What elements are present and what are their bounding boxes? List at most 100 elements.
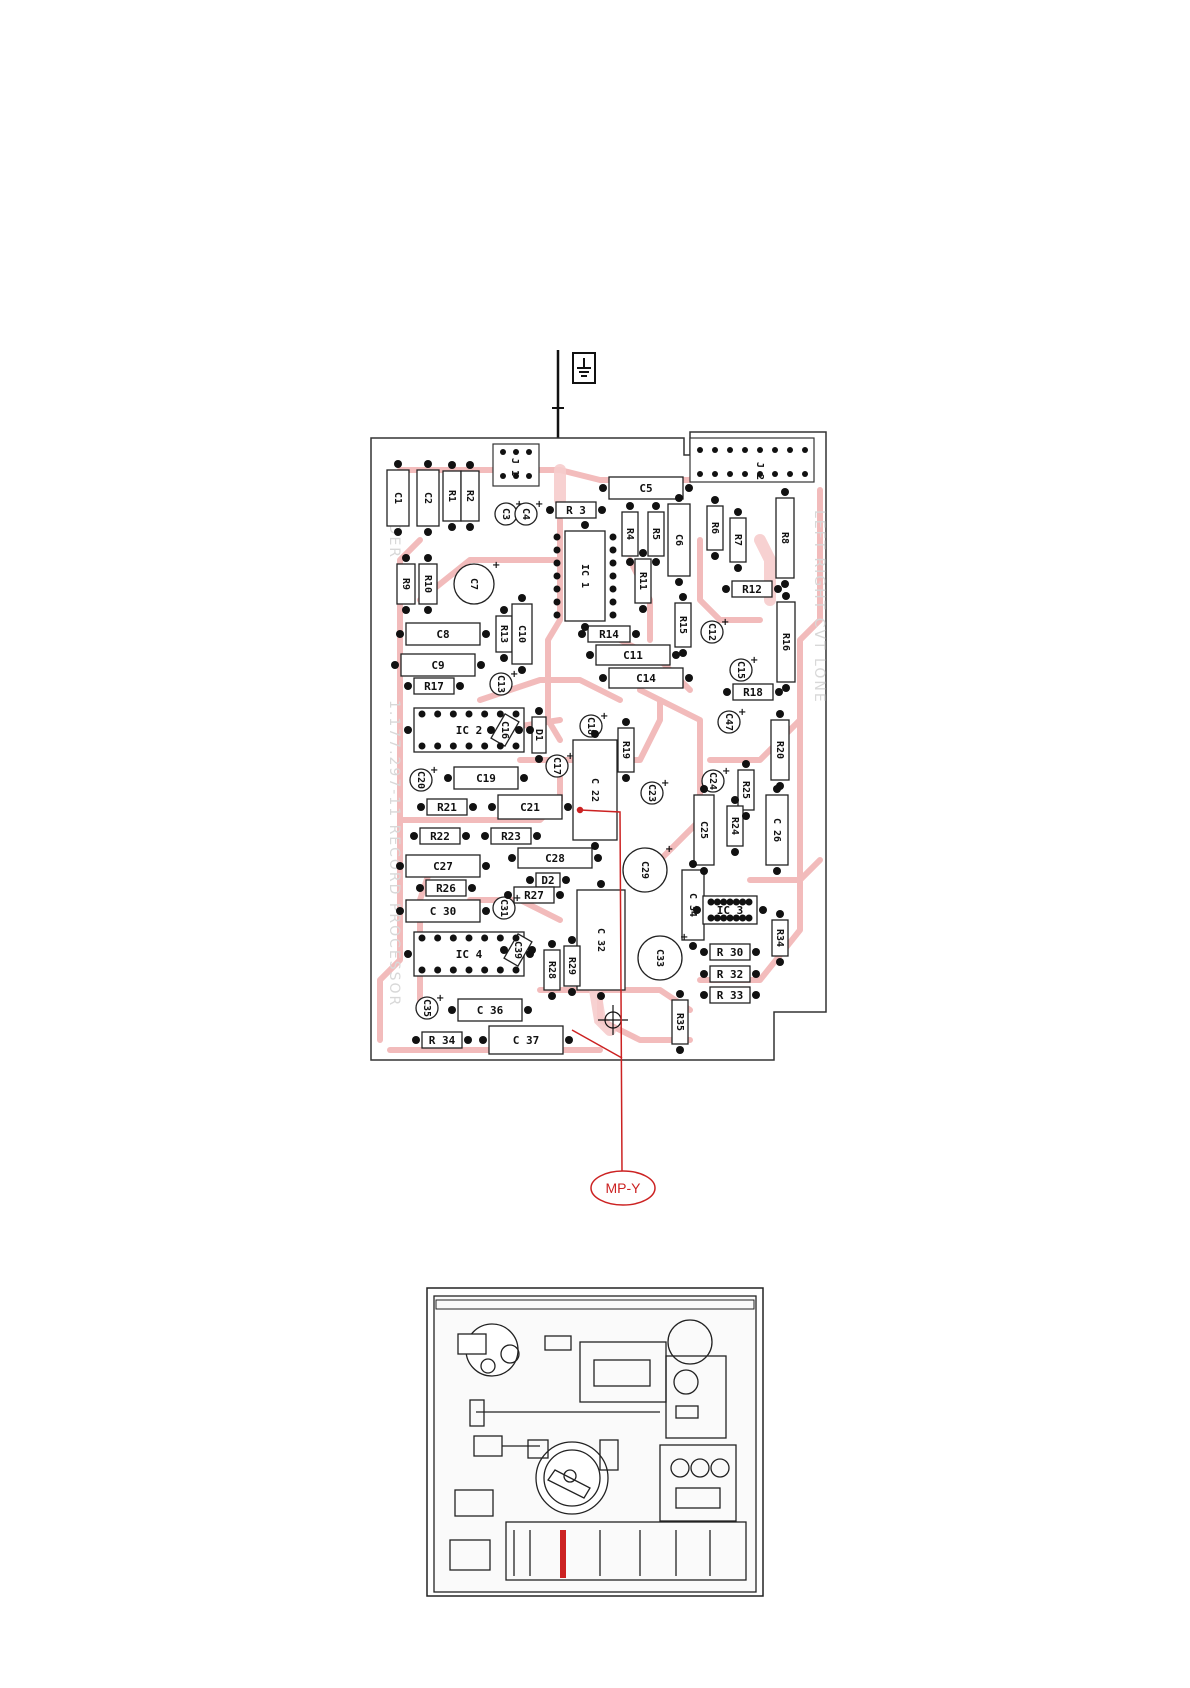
- component-c32: C 32: [576, 889, 626, 991]
- component-label-c15: C15: [735, 661, 746, 679]
- location-diagram: [426, 1287, 764, 1597]
- component-c21: C21: [497, 794, 563, 820]
- component-label-r34b: R34: [774, 929, 785, 947]
- component-r14: R14: [587, 625, 631, 643]
- component-label-r35: R35: [674, 1013, 685, 1031]
- component-c24: +C24: [701, 766, 730, 793]
- component-r2: R2: [460, 470, 480, 522]
- connector-j2-label: J 2: [754, 462, 765, 480]
- component-label-c32: C 32: [595, 928, 606, 952]
- component-r28: R28: [543, 949, 561, 991]
- component-r21: R21: [426, 798, 468, 816]
- component-label-c21: C21: [520, 801, 540, 814]
- component-c23: +C23: [640, 778, 669, 805]
- component-label-ic1: IC 1: [579, 564, 590, 588]
- component-label-r12: R12: [742, 583, 762, 596]
- component-r25: R25: [737, 769, 755, 811]
- component-c19: C19: [453, 766, 519, 790]
- component-label-r24: R24: [729, 817, 740, 835]
- component-label-r29: R29: [566, 957, 577, 975]
- component-c12: +C12: [700, 617, 729, 644]
- component-label-r26: R26: [436, 882, 456, 895]
- component-c9: C9: [400, 653, 476, 677]
- svg-text:+: +: [721, 617, 729, 628]
- component-c29: +C29: [622, 844, 673, 893]
- component-c26: C 26: [765, 794, 789, 866]
- component-label-r30: R 30: [717, 946, 744, 959]
- component-label-c14: C14: [636, 672, 656, 685]
- component-label-c5: C5: [639, 482, 652, 495]
- component-r35: R35: [671, 999, 689, 1045]
- component-label-r14: R14: [599, 628, 619, 641]
- component-r34: R 34: [421, 1031, 463, 1049]
- svg-text:+: +: [722, 766, 730, 777]
- component-label-r13: R13: [498, 625, 509, 643]
- component-r34b: R34: [771, 919, 789, 957]
- component-label-r7: R7: [732, 534, 743, 546]
- component-label-c28: C28: [545, 852, 565, 865]
- component-label-r28: R28: [546, 961, 557, 979]
- component-label-r20: R20: [774, 741, 785, 759]
- component-r16: R16: [776, 601, 796, 683]
- component-label-c36: C 36: [477, 1004, 504, 1017]
- component-ic1: IC 1: [564, 530, 606, 622]
- component-label-r25: R25: [740, 781, 751, 799]
- component-label-c20: C20: [415, 771, 426, 789]
- svg-text:+: +: [492, 560, 500, 571]
- component-label-r10: R10: [422, 575, 433, 593]
- component-label-c16: C16: [499, 721, 510, 739]
- component-label-r23: R23: [501, 830, 521, 843]
- component-r26: R26: [425, 879, 467, 897]
- callout-mp-y: MP-Y: [590, 1170, 656, 1206]
- svg-text:+: +: [600, 711, 608, 722]
- solder-pads: [391, 460, 790, 1054]
- component-c14: C14: [608, 667, 684, 689]
- component-r23: R23: [490, 827, 532, 845]
- component-label-r27: R27: [524, 889, 544, 902]
- callout-leaders: [571, 806, 623, 1173]
- component-c15: + C15: [729, 655, 758, 682]
- component-label-r4: R4: [624, 528, 635, 540]
- component-r29: R29: [563, 945, 581, 987]
- component-r9: R9: [396, 563, 416, 605]
- component-label-c4: C4: [520, 508, 531, 520]
- component-r7: R7: [729, 517, 747, 563]
- component-c33: +C33: [637, 932, 688, 981]
- component-c3: + C3: [494, 499, 523, 526]
- component-r1: R1: [442, 470, 462, 522]
- component-label-c13: C13: [495, 675, 506, 693]
- component-r19: R19: [617, 727, 635, 773]
- component-r18: R18: [732, 683, 774, 701]
- component-label-c3: C3: [500, 508, 511, 520]
- svg-text:+: +: [680, 932, 688, 943]
- component-c27: C27: [405, 854, 481, 878]
- component-r3: R 3: [555, 501, 597, 519]
- component-label-d2: D2: [541, 874, 554, 887]
- component-c10: C10: [511, 603, 533, 665]
- component-label-c8: C8: [436, 628, 449, 641]
- component-r32: R 32: [709, 965, 751, 983]
- connector-j1: J 1: [492, 443, 540, 487]
- component-r33: R 33: [709, 986, 751, 1004]
- svg-text:+: +: [430, 765, 438, 776]
- svg-text:+: +: [515, 499, 523, 510]
- svg-text:+: +: [513, 893, 521, 904]
- svg-text:+: +: [750, 655, 758, 666]
- component-c8: C8: [405, 622, 481, 646]
- component-label-c17: C17: [551, 757, 562, 775]
- component-label-r33: R 33: [717, 989, 744, 1002]
- component-r6: R6: [706, 505, 724, 551]
- component-r10: R10: [418, 563, 438, 605]
- component-label-r2: R2: [464, 490, 475, 502]
- component-label-c22: C 22: [589, 778, 600, 802]
- component-label-c1: C1: [392, 492, 403, 504]
- component-c31: +C31: [492, 893, 521, 920]
- component-label-c18: C18: [585, 717, 596, 735]
- component-label-ic4: IC 4: [456, 948, 483, 961]
- component-label-c19: C19: [476, 772, 496, 785]
- component-c25: C25: [693, 794, 715, 866]
- component-c11: C11: [595, 644, 671, 666]
- component-d1: D1: [531, 716, 547, 754]
- component-r15: R15: [674, 602, 692, 648]
